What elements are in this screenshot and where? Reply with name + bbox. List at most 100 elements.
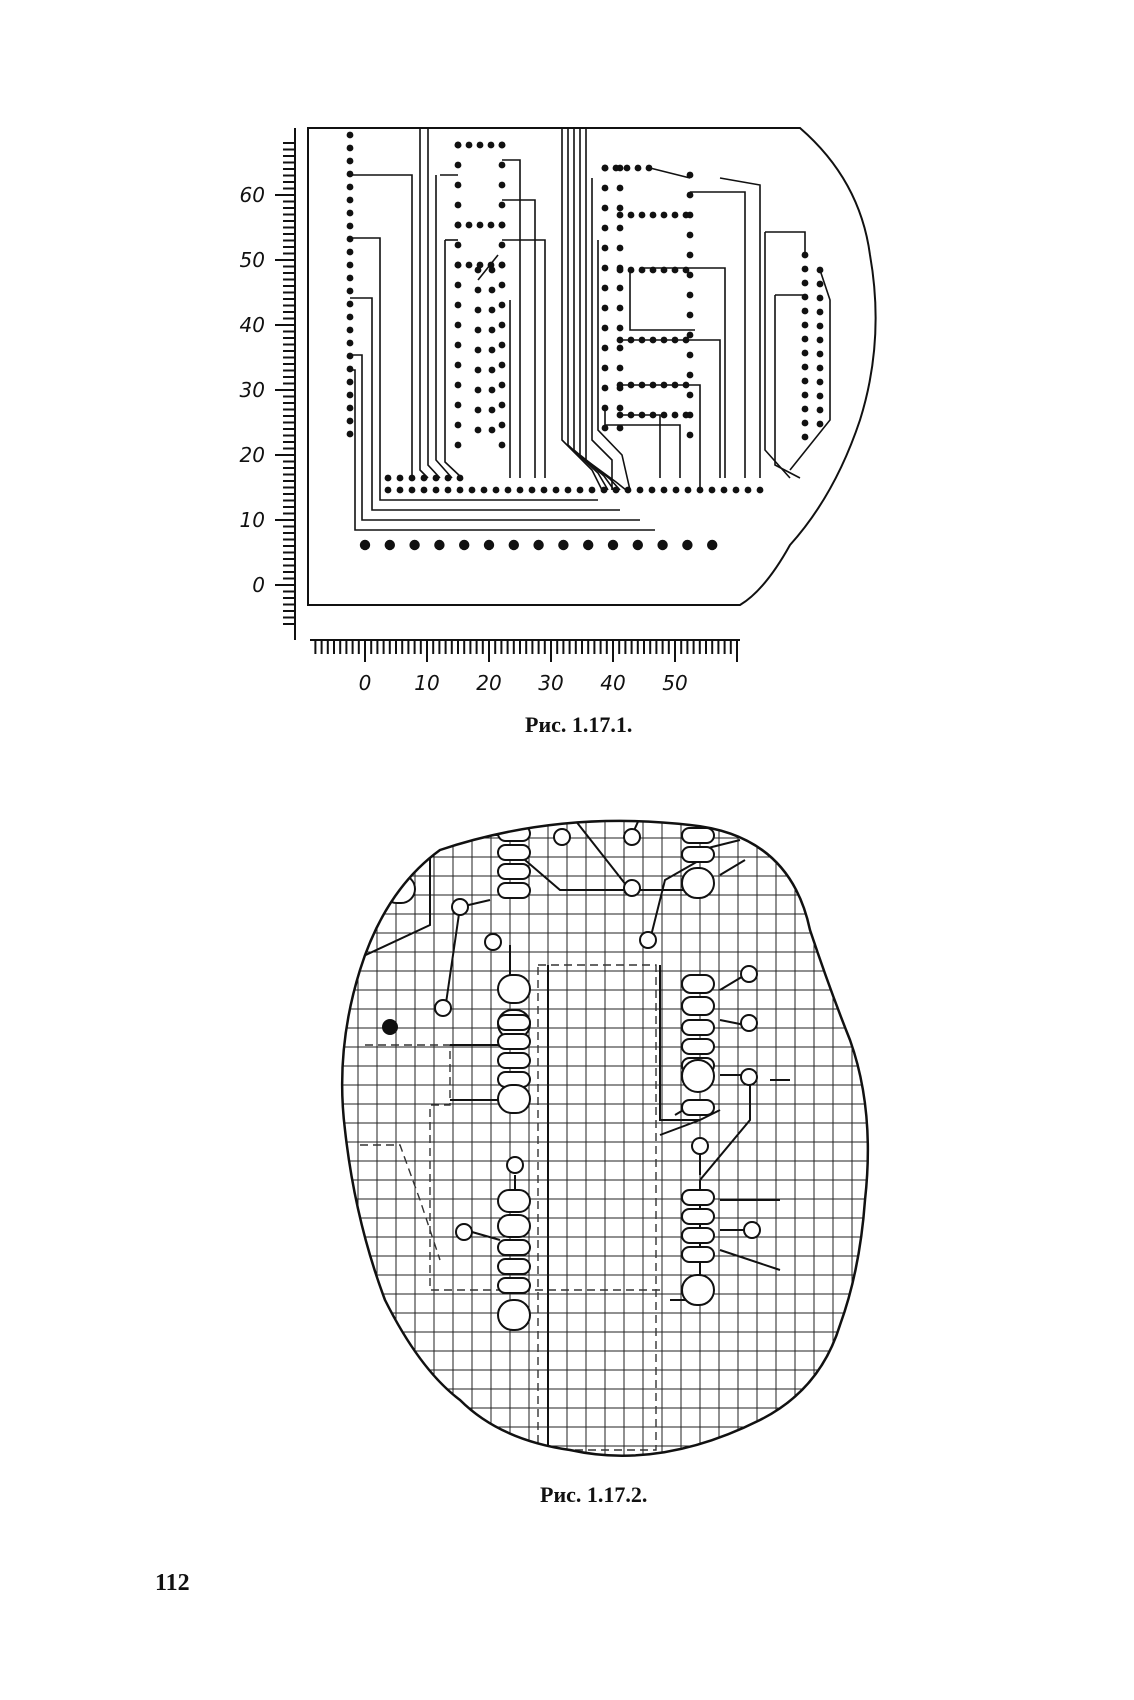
pad — [498, 261, 506, 269]
oval-pad — [498, 788, 530, 803]
pad — [528, 486, 536, 494]
oval-pad — [497, 820, 531, 823]
pcb-pads — [346, 131, 824, 551]
trace — [789, 269, 831, 471]
trace — [640, 267, 726, 478]
pad — [474, 266, 482, 274]
pad — [432, 474, 440, 482]
pad — [488, 306, 496, 314]
pad — [660, 211, 668, 219]
oval-pad — [681, 846, 715, 863]
pad — [657, 539, 668, 551]
oval-pad — [387, 824, 417, 840]
pad — [686, 291, 694, 299]
fragment-outline — [340, 819, 870, 1457]
pad — [498, 181, 506, 189]
x-tick-label: 0 — [359, 671, 372, 695]
pad — [707, 539, 718, 551]
pad — [686, 431, 694, 439]
pad — [816, 392, 824, 400]
pad — [454, 221, 462, 229]
pad — [623, 164, 631, 172]
trace — [350, 174, 413, 478]
pad — [483, 539, 495, 551]
oval-pad — [681, 1227, 715, 1244]
pad — [420, 486, 428, 494]
dashed-ic-outline — [537, 964, 657, 1451]
pad — [346, 196, 354, 204]
pad — [616, 204, 624, 212]
pad — [648, 486, 656, 494]
via-circle — [451, 898, 469, 916]
trace — [444, 240, 463, 479]
trace — [631, 820, 651, 836]
pad — [624, 486, 632, 494]
via-circle — [623, 879, 641, 897]
figure-2-caption: Рис. 1.17.2. — [540, 1482, 648, 1507]
pad — [432, 486, 440, 494]
pad — [616, 284, 624, 292]
pad — [801, 349, 809, 357]
pad — [616, 224, 624, 232]
pad — [616, 244, 624, 252]
pad — [686, 271, 694, 279]
page-number: 112 — [155, 1570, 190, 1596]
pad — [408, 474, 416, 482]
square-pad — [497, 1214, 531, 1238]
oval-pad — [681, 996, 715, 1016]
pad — [686, 231, 694, 239]
pad — [686, 391, 694, 399]
via-circle — [740, 965, 758, 983]
trace — [567, 128, 609, 491]
filled-via — [382, 1019, 398, 1035]
pad — [601, 324, 609, 332]
oval-pad — [681, 1246, 715, 1263]
pad — [801, 321, 809, 329]
oval-pads — [382, 788, 715, 1331]
trace — [774, 295, 801, 479]
pad — [816, 364, 824, 372]
figure-2-pcb-grid — [340, 788, 870, 1457]
pad — [498, 361, 506, 369]
pad — [498, 281, 506, 289]
oval-pad — [681, 974, 715, 994]
pad — [346, 261, 354, 269]
pad — [492, 486, 500, 494]
pad — [801, 293, 809, 301]
trace — [354, 835, 431, 961]
pad — [616, 266, 624, 274]
trace — [719, 177, 761, 478]
pad — [632, 539, 643, 551]
pad — [346, 222, 354, 230]
pad — [552, 486, 560, 494]
pad — [645, 164, 653, 172]
pad — [498, 381, 506, 389]
trace — [419, 128, 429, 479]
pad — [346, 144, 354, 152]
pad — [720, 486, 728, 494]
pad — [801, 307, 809, 315]
pad — [816, 266, 824, 274]
oval-pad — [497, 844, 531, 861]
pad — [601, 344, 609, 352]
x-tick-label: 20 — [476, 671, 501, 695]
pad — [346, 365, 354, 373]
pad — [508, 539, 519, 551]
pad — [612, 164, 620, 172]
pad — [474, 326, 482, 334]
pad — [801, 405, 809, 413]
pad — [540, 486, 548, 494]
via-circle — [743, 1221, 761, 1239]
pad — [346, 183, 354, 191]
pad — [465, 261, 473, 269]
trace — [444, 906, 461, 1011]
pad — [816, 420, 824, 428]
pad — [498, 441, 506, 449]
pad — [454, 261, 462, 269]
via-circle — [623, 828, 641, 846]
pad — [454, 301, 462, 309]
pad — [346, 170, 354, 178]
pcb-traces-fig2 — [354, 820, 790, 1445]
pad — [488, 426, 496, 434]
